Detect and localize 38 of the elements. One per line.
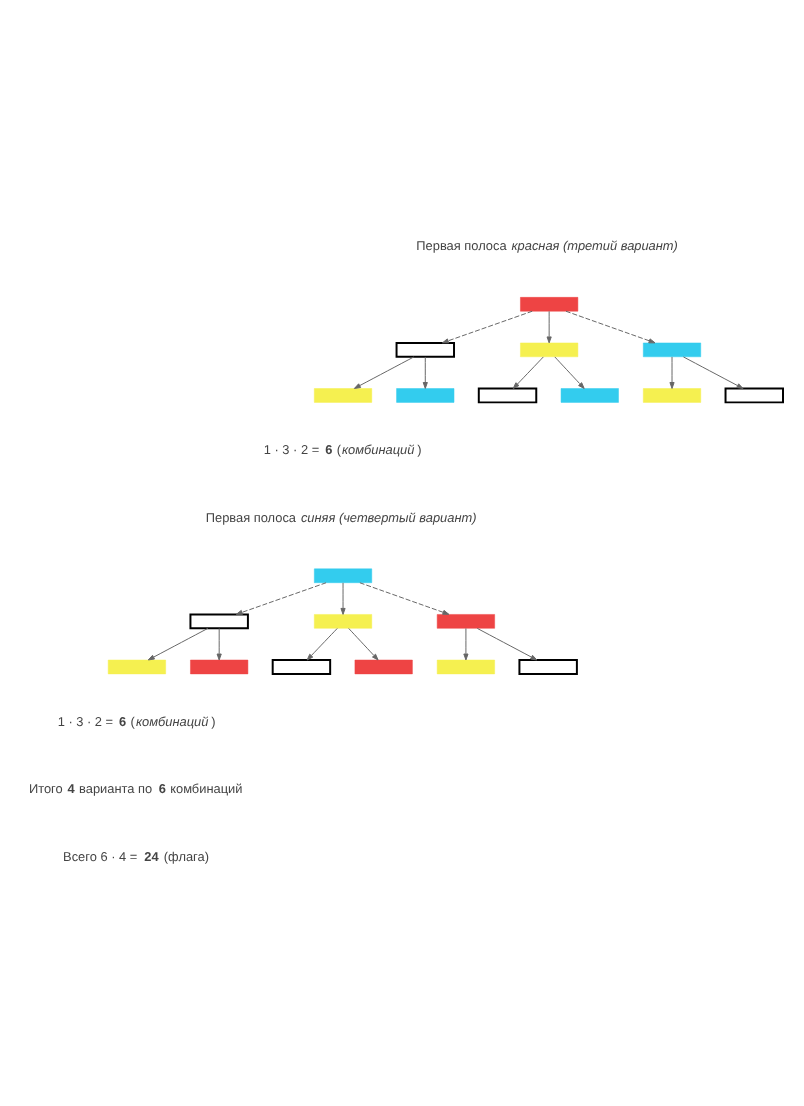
- arrow: [235, 582, 327, 615]
- node-bar: [436, 614, 495, 629]
- node-bar: [520, 342, 579, 358]
- node-bar: [314, 614, 373, 629]
- arrow: [441, 310, 533, 344]
- node-bar: [520, 297, 579, 312]
- node-bar: [518, 659, 578, 675]
- node-bar: [477, 387, 538, 404]
- arrow: [546, 310, 552, 344]
- node-bar: [354, 659, 413, 675]
- node-bar: [436, 659, 495, 675]
- node-bar: [107, 659, 166, 675]
- node-bar: [643, 342, 701, 358]
- node-bar: [189, 613, 249, 630]
- node-bar: [643, 388, 701, 403]
- node-bar: [560, 388, 619, 403]
- arrow: [353, 356, 415, 389]
- arrow: [306, 627, 338, 661]
- arrow: [147, 627, 209, 661]
- node-bar: [395, 341, 455, 358]
- node-bar: [271, 659, 332, 675]
- arrow: [348, 627, 379, 661]
- arrow: [463, 627, 469, 661]
- arrow: [512, 356, 544, 389]
- arrow: [422, 356, 428, 389]
- arrow: [476, 627, 538, 661]
- arrow: [359, 582, 450, 615]
- arrow: [340, 582, 346, 615]
- arrow: [554, 356, 585, 389]
- arrow: [669, 356, 675, 389]
- node-bar: [396, 388, 455, 403]
- arrow: [216, 627, 222, 661]
- node-bar: [314, 568, 373, 583]
- arrow: [682, 356, 744, 389]
- node-bar: [190, 659, 249, 675]
- node-bar: [724, 387, 784, 404]
- node-bar: [314, 388, 373, 403]
- arrow: [565, 310, 656, 344]
